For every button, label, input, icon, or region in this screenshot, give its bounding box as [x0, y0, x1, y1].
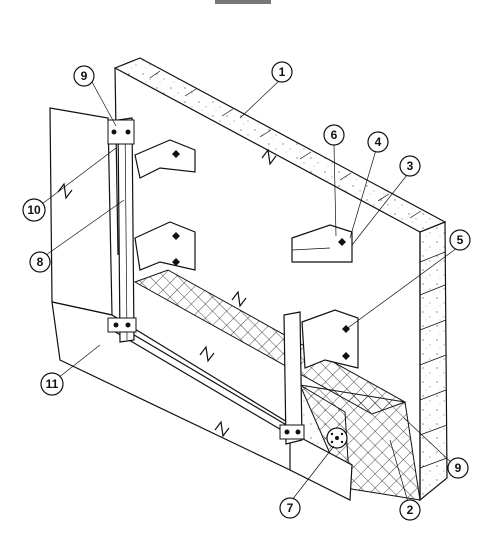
callout-1: 1 — [271, 61, 293, 83]
svg-text:10: 10 — [27, 203, 41, 217]
bracket-detail-3 — [291, 224, 353, 263]
horizontal-rail-lower — [111, 329, 296, 439]
callout-7: 7 — [279, 497, 301, 519]
connector-right — [279, 424, 305, 440]
svg-text:3: 3 — [407, 159, 414, 173]
anchor-bolt-7 — [326, 427, 348, 449]
bracket-upper — [134, 139, 196, 179]
svg-text:8: 8 — [37, 255, 44, 269]
horizontal-rail — [111, 321, 296, 431]
svg-text:7: 7 — [287, 501, 294, 515]
svg-text:1: 1 — [279, 65, 286, 79]
svg-text:5: 5 — [457, 233, 464, 247]
svg-text:11: 11 — [46, 377, 59, 391]
wall-side-face — [419, 221, 448, 502]
cladding-panel-lower-right — [289, 431, 353, 501]
callout-2: 2 — [399, 499, 421, 521]
cladding-panel-upper — [49, 107, 113, 316]
connector-mid — [107, 317, 137, 333]
callout-9-bottom: 9 — [447, 457, 469, 479]
title-mark — [215, 0, 271, 4]
callout-8: 8 — [29, 251, 51, 273]
wall-inner-edge — [114, 67, 119, 256]
bracket-middle — [134, 221, 196, 271]
break-marks — [57, 148, 277, 438]
svg-text:9: 9 — [455, 461, 462, 475]
svg-text:9: 9 — [81, 69, 88, 83]
callout-5: 5 — [449, 229, 471, 251]
vertical-keel-inner — [124, 119, 128, 341]
callout-9-top: 9 — [73, 65, 95, 87]
svg-text:6: 6 — [331, 128, 338, 142]
callout-11: 11 — [40, 372, 64, 396]
callout-6: 6 — [323, 124, 345, 146]
connector-top — [107, 119, 135, 145]
bracket-detail-5 — [301, 309, 359, 369]
leader-lines — [41, 79, 458, 503]
callout-3: 3 — [399, 155, 421, 177]
svg-text:2: 2 — [407, 503, 414, 517]
svg-text:4: 4 — [375, 135, 382, 149]
callout-4: 4 — [367, 131, 389, 153]
callout-10: 10 — [22, 198, 46, 222]
wall-top-joints — [149, 70, 422, 219]
insulation-top-cross — [135, 270, 405, 414]
wall-side-joints — [419, 251, 448, 469]
vertical-keel-right — [283, 311, 303, 445]
